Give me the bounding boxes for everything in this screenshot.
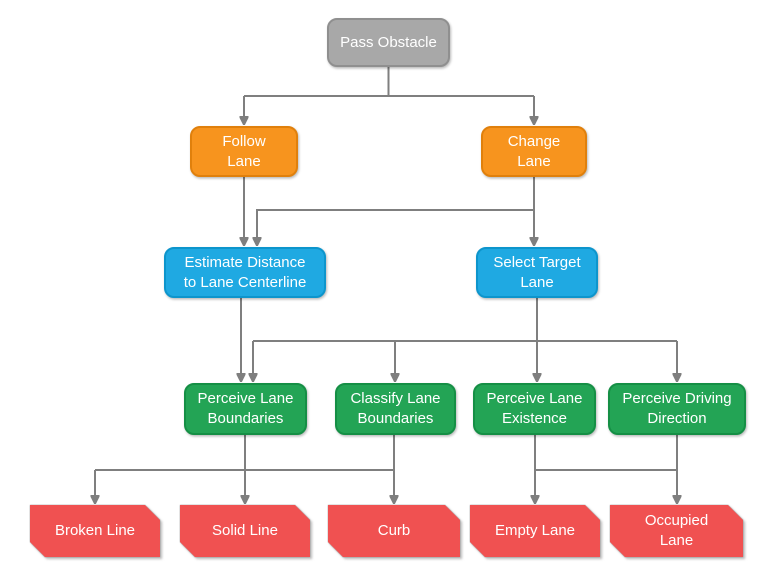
- node-follow-lane: Follow Lane: [190, 126, 298, 177]
- clipped-card-shape: Empty Lane: [470, 505, 600, 557]
- node-label: Follow Lane: [222, 132, 266, 170]
- node-curb: Curb: [328, 505, 460, 557]
- clipped-card-shape: Solid Line: [180, 505, 310, 557]
- connector-change-to-estimate: [257, 209, 534, 244]
- node-label: Classify Lane Boundaries: [350, 390, 441, 427]
- node-change-lane: Change Lane: [481, 126, 587, 177]
- node-perceive-lane-boundaries: Perceive Lane Boundaries: [184, 383, 307, 435]
- node-perceive-lane-existence: Perceive Lane Existence: [473, 383, 596, 435]
- node-perceive-driving-direction: Perceive Driving Direction: [608, 383, 746, 435]
- node-label: Occupied Lane: [644, 512, 709, 549]
- node-label: Perceive Lane Boundaries: [197, 390, 294, 427]
- node-label: Perceive Driving Direction: [622, 390, 732, 427]
- node-empty-lane: Empty Lane: [470, 505, 600, 557]
- node-label: Perceive Lane Existence: [486, 390, 583, 427]
- clipped-card-shape: Curb: [328, 505, 460, 557]
- node-broken-line: Broken Line: [30, 505, 160, 557]
- node-classify-lane-boundaries: Classify Lane Boundaries: [335, 383, 456, 435]
- node-solid-line: Solid Line: [180, 505, 310, 557]
- node-label: Estimate Distance to Lane Centerline: [183, 253, 307, 291]
- node-select-target-lane: Select Target Lane: [476, 247, 598, 298]
- node-label: Select Target Lane: [493, 253, 581, 291]
- node-label: Change Lane: [507, 132, 561, 170]
- node-estimate-distance: Estimate Distance to Lane Centerline: [164, 247, 326, 298]
- clipped-card-shape: Broken Line: [30, 505, 160, 557]
- node-label: Broken Line: [54, 522, 136, 540]
- node-label: Solid Line: [212, 522, 278, 540]
- clipped-card-shape: Occupied Lane: [610, 505, 743, 557]
- node-pass-obstacle: Pass Obstacle: [327, 18, 450, 67]
- node-label: Curb: [377, 522, 411, 540]
- node-label: Pass Obstacle: [340, 33, 437, 51]
- node-occupied-lane: Occupied Lane: [610, 505, 743, 557]
- node-label: Empty Lane: [494, 522, 576, 540]
